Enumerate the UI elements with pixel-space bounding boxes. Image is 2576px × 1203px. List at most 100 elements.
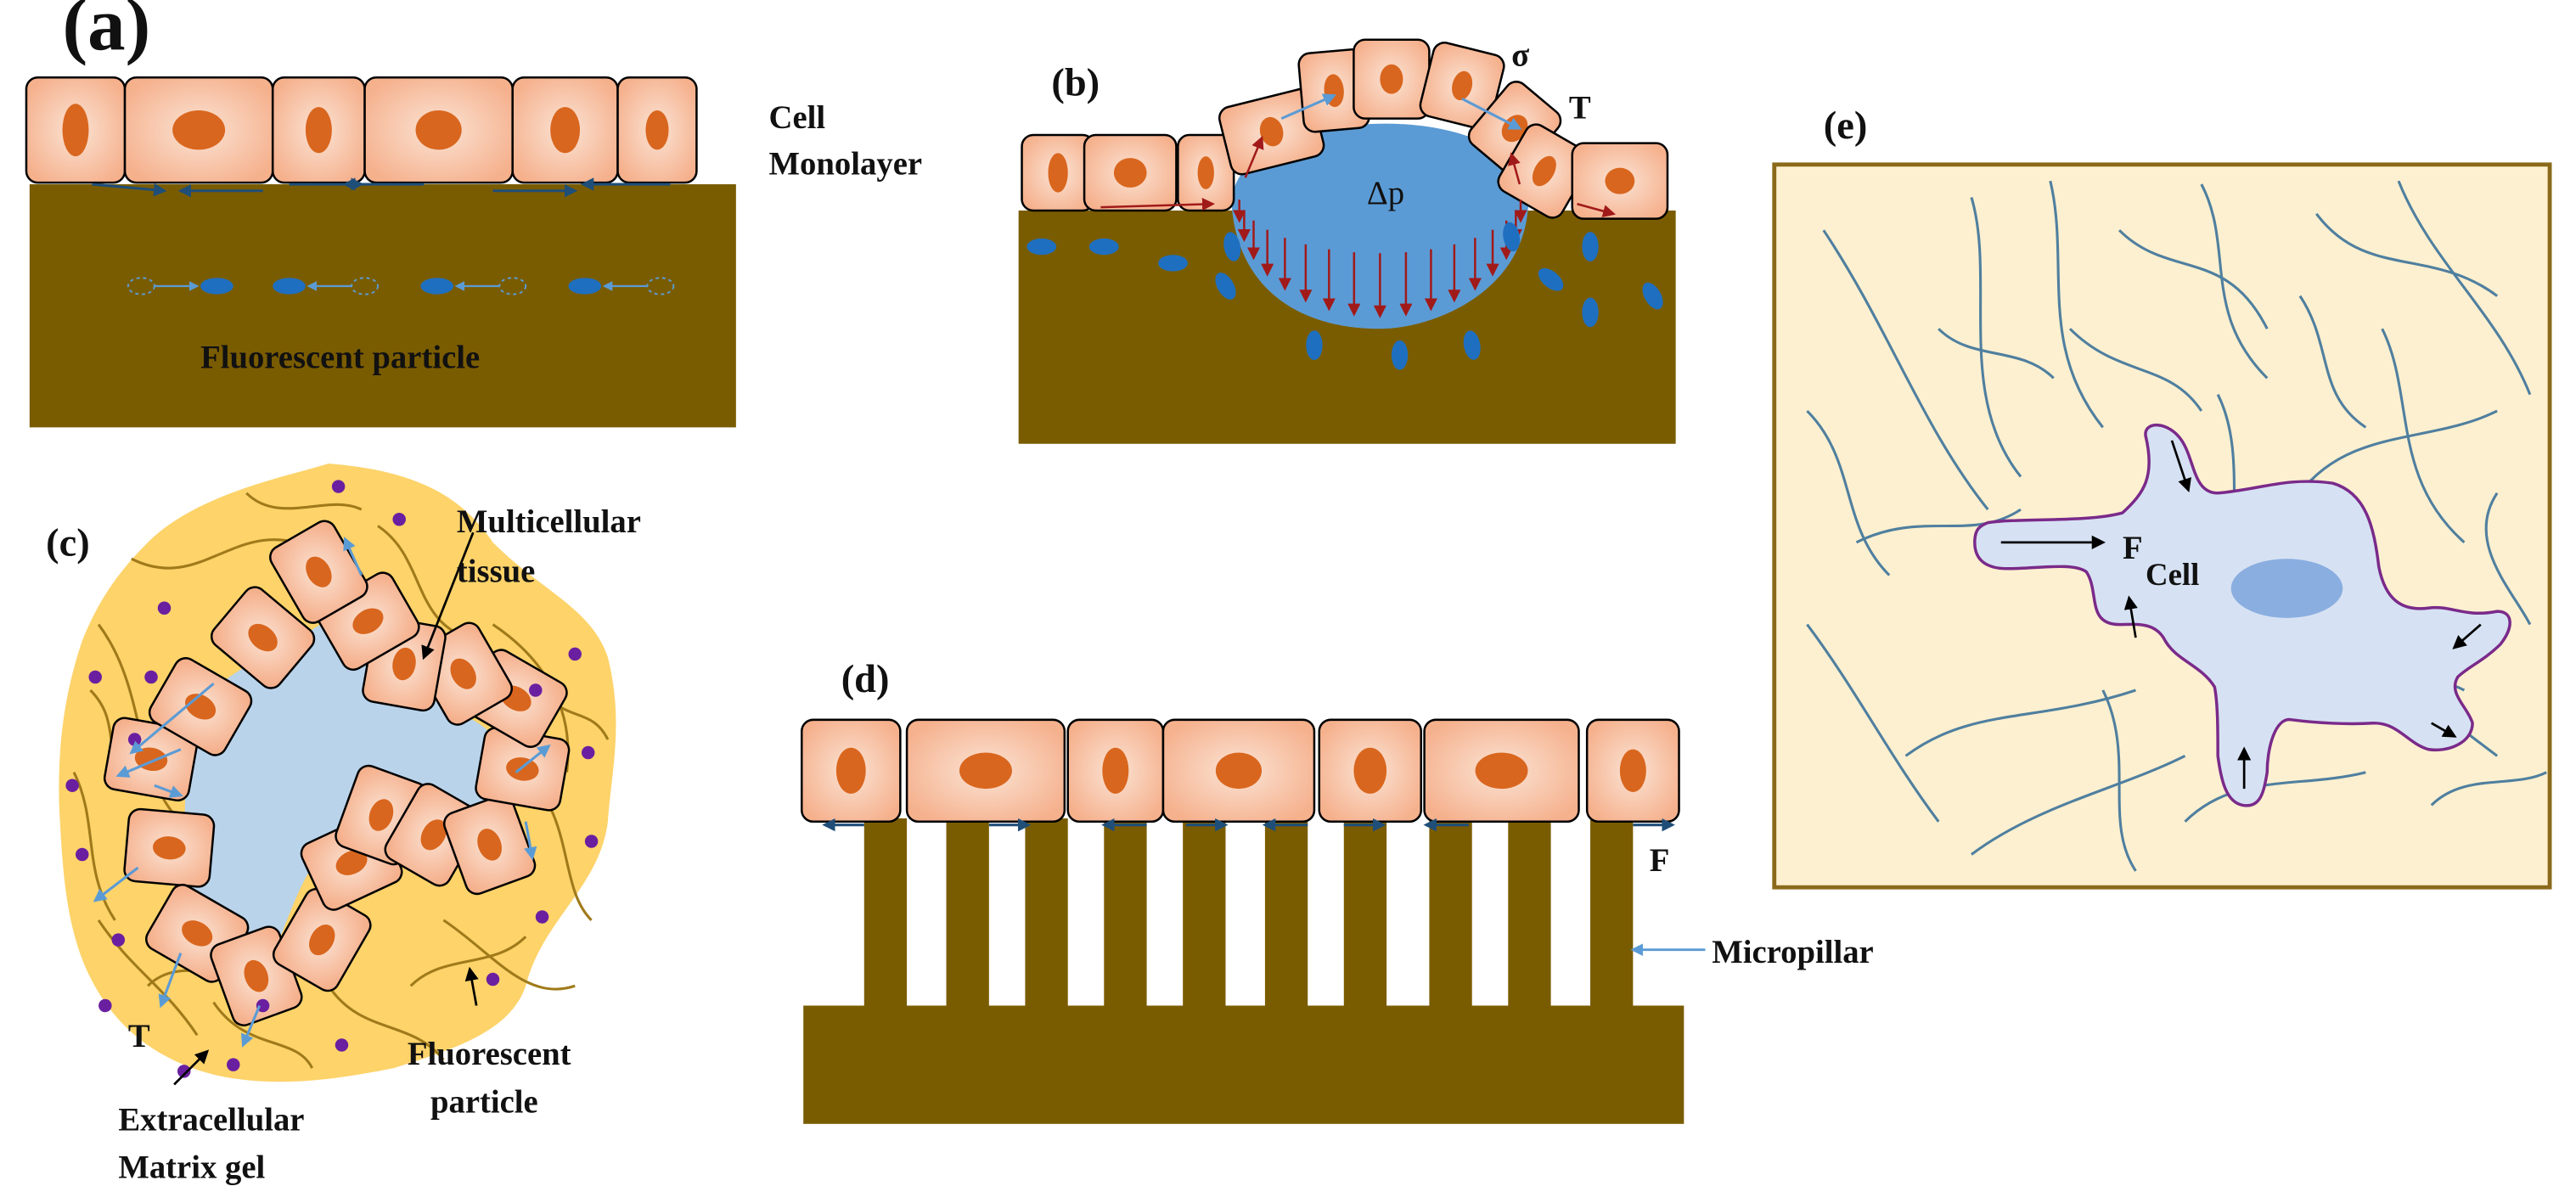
purple-particle bbox=[88, 670, 102, 684]
micropillar bbox=[1590, 818, 1634, 1009]
collagen-fiber bbox=[1971, 755, 2186, 856]
cell-force-arrow bbox=[2452, 623, 2482, 649]
ecm-fiber bbox=[131, 538, 296, 570]
migrating-cell bbox=[1973, 423, 2511, 807]
ecm-label-line1: Extracellular bbox=[118, 1103, 304, 1138]
tissue-arrows bbox=[93, 531, 551, 1086]
cell-nucleus bbox=[1532, 155, 1556, 187]
cell-nucleus bbox=[1605, 167, 1635, 194]
particle-label-c-line1: Fluorescent bbox=[408, 1037, 571, 1072]
ecm-fiber bbox=[212, 1001, 314, 1069]
fluorescent-particle bbox=[568, 278, 602, 295]
collagen-fiber bbox=[2068, 328, 2203, 412]
traction-arrow bbox=[92, 183, 167, 197]
micropillar bbox=[1508, 818, 1551, 1009]
collagen-fiber bbox=[2484, 492, 2532, 626]
micropillar bbox=[946, 818, 989, 1009]
cell-nucleus bbox=[152, 836, 186, 860]
cell-label: Cell bbox=[2146, 557, 2199, 592]
cell-nucleus bbox=[248, 623, 278, 652]
cell-nucleus bbox=[1048, 153, 1068, 193]
purple-particle bbox=[65, 779, 79, 792]
tension-arrow-c bbox=[93, 866, 139, 902]
fluorescent-particle bbox=[1538, 267, 1564, 291]
tissue-pointer bbox=[421, 531, 475, 661]
fluorescent-particle bbox=[420, 278, 454, 295]
pressure-arrow bbox=[1508, 152, 1521, 185]
dome-cell bbox=[1419, 42, 1505, 130]
force-label-d: F bbox=[1650, 843, 1670, 879]
panel-label-c: (c) bbox=[46, 521, 90, 565]
micropillar bbox=[1264, 818, 1308, 1009]
monolayer-cell bbox=[511, 76, 619, 184]
tension-arrow-c bbox=[154, 784, 183, 798]
purple-particle bbox=[535, 910, 549, 924]
monolayer-cell bbox=[616, 76, 698, 184]
cell-nucleus bbox=[305, 107, 332, 154]
collagen-fiber bbox=[2184, 771, 2366, 823]
cell-nucleus bbox=[1113, 158, 1147, 188]
purple-particle bbox=[111, 933, 126, 947]
purple-particle bbox=[392, 513, 406, 526]
tissue-label-line1: Multicellular bbox=[457, 504, 641, 540]
cell-nucleus bbox=[1452, 70, 1473, 101]
fluorescent-particle bbox=[200, 278, 233, 295]
substrate-a bbox=[29, 184, 736, 428]
collagen-fiber bbox=[1822, 229, 1989, 511]
tension-arrow bbox=[1461, 98, 1522, 130]
sigma-label: σ bbox=[1511, 38, 1529, 74]
dome-cell bbox=[1021, 133, 1095, 212]
fluorescent-particle bbox=[1306, 330, 1323, 361]
collagen-fiber bbox=[2298, 295, 2367, 429]
tissue-label-line2: tissue bbox=[457, 554, 535, 589]
pillar-base bbox=[803, 1005, 1685, 1124]
dome-cell bbox=[1353, 38, 1431, 120]
purple-particle bbox=[529, 683, 543, 697]
micropillar bbox=[1025, 818, 1068, 1009]
monolayer-label-line1: Cell bbox=[769, 100, 826, 136]
monolayer-cell bbox=[905, 718, 1066, 824]
panel-c: (c) Multicellular tissue T Fluorescent p… bbox=[46, 463, 641, 1186]
tension-arrow-c bbox=[158, 953, 183, 1009]
cell-nucleus bbox=[1259, 116, 1284, 147]
cell-nucleus bbox=[309, 925, 335, 956]
particle-pointer bbox=[464, 966, 479, 1006]
force-label-e: F bbox=[2123, 531, 2143, 566]
monolayer-cell bbox=[1066, 718, 1165, 824]
monolayer-cell bbox=[363, 76, 514, 184]
pressure-arrow bbox=[1577, 203, 1617, 217]
purple-particle bbox=[568, 647, 582, 661]
dome-cell bbox=[1083, 133, 1178, 212]
cell-nucleus bbox=[306, 556, 332, 587]
purple-particle bbox=[76, 847, 89, 862]
fluorescent-particle bbox=[1463, 330, 1481, 360]
panel-e: (e) F Cell bbox=[1772, 104, 2552, 890]
dome-cell bbox=[1497, 123, 1592, 219]
micropillar bbox=[863, 818, 908, 1009]
collagen-fiber bbox=[2315, 212, 2499, 297]
collagen-fiber bbox=[2430, 771, 2547, 807]
fluorescent-particle bbox=[1582, 297, 1599, 328]
panel-d: (d) F Micropillar bbox=[800, 658, 1874, 1124]
fluorescent-particles-a bbox=[127, 277, 675, 295]
purple-particle bbox=[157, 601, 172, 615]
pressure-arrow bbox=[1244, 136, 1264, 178]
cell-force-arrow bbox=[2431, 722, 2457, 738]
monolayer-label-line2: Monolayer bbox=[769, 146, 923, 182]
cell-nucleus-e bbox=[2230, 559, 2343, 618]
cell-monolayer-a bbox=[25, 76, 698, 184]
cell-nucleus bbox=[420, 819, 447, 851]
ecm-fiber bbox=[97, 919, 199, 1037]
dome-arrows bbox=[1026, 93, 1663, 370]
purple-particle bbox=[177, 1065, 191, 1078]
fluorescent-particle bbox=[1391, 340, 1409, 370]
tissue-cell bbox=[123, 807, 216, 888]
ecm-fiber bbox=[327, 985, 445, 1061]
dome-cell bbox=[1571, 142, 1669, 220]
cell-nucleus bbox=[392, 647, 416, 681]
monolayer-cell bbox=[123, 76, 274, 184]
fluorescent-particle bbox=[1215, 273, 1236, 300]
cell-nucleus bbox=[450, 658, 476, 689]
tension-arrow-c bbox=[524, 821, 537, 861]
tissue-cell bbox=[272, 887, 372, 992]
